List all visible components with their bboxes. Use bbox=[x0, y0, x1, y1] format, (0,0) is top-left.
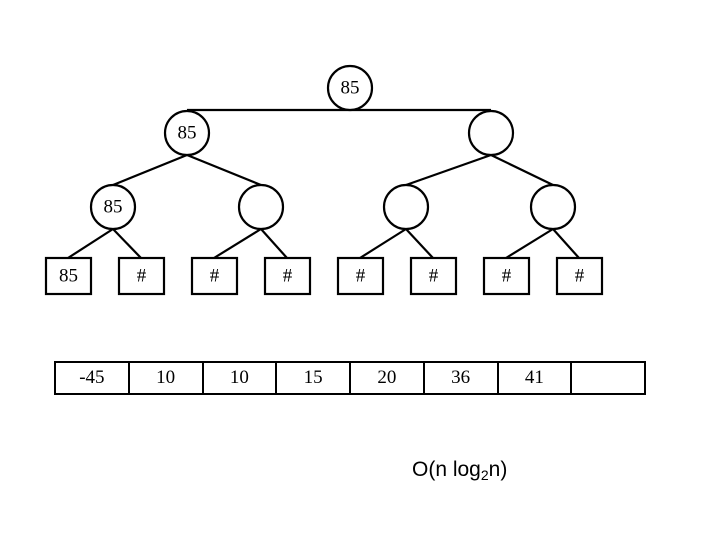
tree-node-box: # bbox=[336, 256, 385, 296]
tree-edge bbox=[112, 228, 142, 259]
tree-node-box: # bbox=[263, 256, 312, 296]
tree-edge bbox=[359, 228, 407, 259]
node-label: # bbox=[137, 265, 147, 286]
tree-node-box: # bbox=[555, 256, 604, 296]
node-label: # bbox=[210, 265, 220, 286]
tree-node-circle: 85 bbox=[163, 109, 211, 157]
node-rect-shape bbox=[482, 256, 531, 296]
node-label: # bbox=[283, 265, 293, 286]
node-circle-shape bbox=[237, 183, 285, 231]
complexity-prefix: O(n log bbox=[412, 458, 481, 481]
tree-node-circle bbox=[467, 109, 515, 157]
tree-edge bbox=[112, 153, 188, 187]
array-cell: -45 bbox=[54, 361, 130, 395]
node-rect-shape bbox=[555, 256, 604, 296]
array-cell: 15 bbox=[275, 361, 351, 395]
node-label: # bbox=[575, 265, 585, 286]
tree-edge bbox=[67, 228, 114, 259]
node-circle-shape bbox=[529, 183, 577, 231]
node-label: 85 bbox=[59, 265, 78, 286]
tree-node-box: # bbox=[190, 256, 239, 296]
tree-node-circle bbox=[529, 183, 577, 231]
tree-node-circle: 85 bbox=[89, 183, 137, 231]
node-rect-shape bbox=[190, 256, 239, 296]
tree-edge bbox=[186, 153, 262, 187]
node-rect-shape bbox=[336, 256, 385, 296]
complexity-label: O(n log2n) bbox=[412, 458, 508, 483]
node-label: # bbox=[356, 265, 366, 286]
tree-edge bbox=[505, 228, 554, 259]
array-cell: 10 bbox=[201, 361, 278, 395]
tree-edge bbox=[405, 228, 434, 259]
array-cell: 10 bbox=[127, 361, 204, 395]
tree-edges-group bbox=[67, 108, 580, 259]
array-cell: 36 bbox=[422, 361, 499, 395]
node-rect-shape bbox=[44, 256, 93, 296]
tree-node-box: # bbox=[482, 256, 531, 296]
node-circle-shape bbox=[467, 109, 515, 157]
array-cell: 41 bbox=[496, 361, 573, 395]
tree-node-circle bbox=[382, 183, 430, 231]
node-rect-shape bbox=[263, 256, 312, 296]
tree-edge bbox=[213, 228, 262, 259]
node-label: 85 bbox=[178, 122, 197, 143]
node-circle-shape bbox=[163, 109, 211, 157]
complexity-suffix: n) bbox=[488, 458, 508, 481]
tree-edge bbox=[552, 228, 580, 259]
node-label: # bbox=[502, 265, 512, 286]
node-circle-shape bbox=[89, 183, 137, 231]
node-label: # bbox=[429, 265, 439, 286]
node-circle-shape bbox=[326, 64, 374, 112]
node-circle-shape bbox=[382, 183, 430, 231]
tree-edge bbox=[405, 153, 492, 187]
tree-node-box: # bbox=[409, 256, 458, 296]
tree-node-circle bbox=[237, 183, 285, 231]
tree-node-circle: 85 bbox=[326, 64, 374, 112]
array-cell bbox=[570, 361, 646, 395]
tree-node-box: 85 bbox=[44, 256, 93, 296]
tree-node-box: # bbox=[117, 256, 166, 296]
tree-nodes-group: 85 85 85 85 # # # # # # # bbox=[44, 64, 604, 296]
complexity-subscript: 2 bbox=[480, 467, 489, 483]
array-cell: 20 bbox=[349, 361, 425, 395]
tree-edge bbox=[490, 154, 554, 186]
node-label: 85 bbox=[341, 77, 360, 98]
node-rect-shape bbox=[409, 256, 458, 296]
node-rect-shape bbox=[117, 256, 166, 296]
tree-edge bbox=[260, 228, 288, 259]
node-label: 85 bbox=[104, 196, 123, 217]
